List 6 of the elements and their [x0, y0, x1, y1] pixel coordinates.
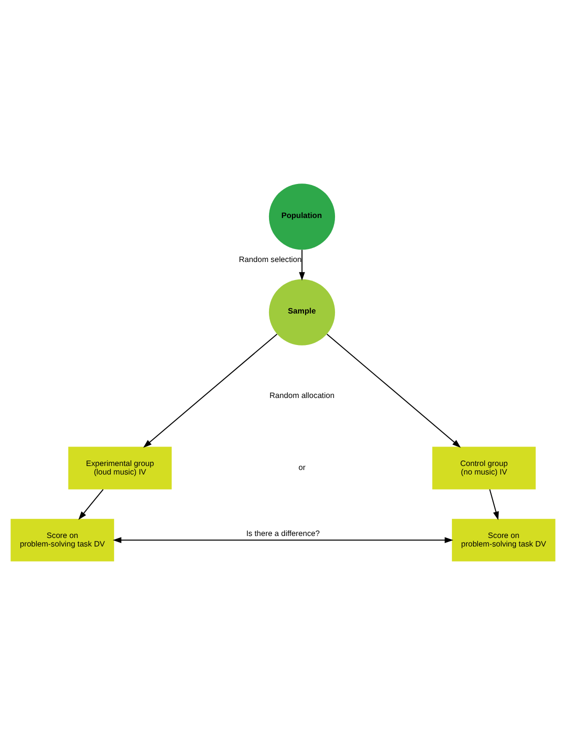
arrow — [489, 488, 499, 520]
arrow — [299, 249, 305, 281]
arrow — [78, 488, 104, 520]
arrow — [326, 334, 461, 448]
arrow — [112, 537, 454, 544]
arrow — [143, 334, 278, 448]
